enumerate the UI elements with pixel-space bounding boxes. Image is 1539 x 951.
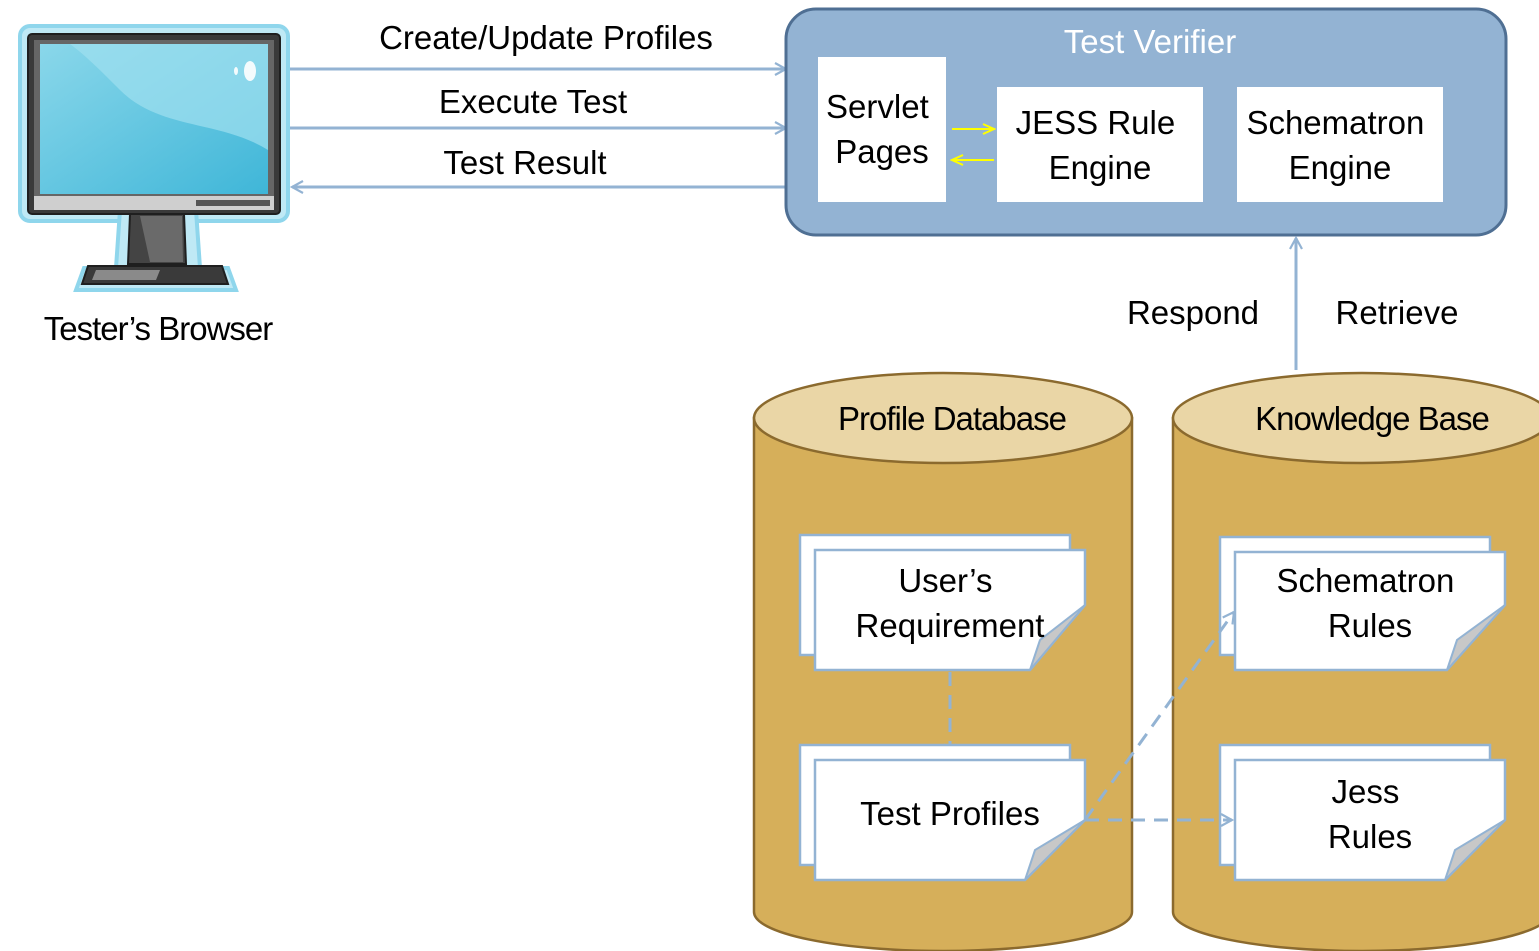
- respond-label: Respond: [1127, 294, 1259, 331]
- test-profiles-label: Test Profiles: [860, 795, 1040, 832]
- jess-rule-engine-box: [997, 87, 1203, 202]
- svg-text:Schematron Rules: Schematron Rules: [1276, 562, 1463, 644]
- users-requirement-line1: User’s: [898, 562, 992, 599]
- schematron-engine-box: [1237, 87, 1443, 202]
- users-requirement-line2: Requirement: [856, 607, 1045, 644]
- schematron-rules-line2: Rules: [1328, 607, 1412, 644]
- jess-engine-line2: Engine: [1049, 149, 1152, 186]
- profiles-to-schematron-arrow: [1083, 612, 1234, 821]
- servlet-pages-line1: Servlet: [826, 88, 929, 125]
- test-profiles-document-icon: [798, 743, 1087, 882]
- browser-monitor-icon: [18, 24, 290, 292]
- users-requirement-document-icon: [798, 533, 1087, 672]
- test-result-label: Test Result: [443, 144, 606, 181]
- servlet-pages-line2: Pages: [835, 133, 929, 170]
- servlet-pages-box: [818, 57, 946, 202]
- knowledge-base-title: Knowledge Base: [1255, 400, 1489, 437]
- schematron-engine-line2: Engine: [1289, 149, 1392, 186]
- execute-test-label: Execute Test: [439, 83, 627, 120]
- schematron-rules-document-icon: [1218, 535, 1507, 672]
- create-update-label: Create/Update Profiles: [379, 19, 713, 56]
- jess-rules-document-icon: [1218, 743, 1507, 882]
- browser-label: Tester’s Browser: [44, 310, 274, 347]
- svg-text:User’s Requirement: User’s Requirement: [856, 562, 1045, 644]
- svg-text:Schematron Engine: Schematron Engine: [1246, 104, 1433, 186]
- jess-rules-line2: Rules: [1328, 818, 1412, 855]
- test-verifier-title: Test Verifier: [1064, 23, 1236, 60]
- svg-text:JESS Rule Engine: JESS Rule Engine: [1016, 104, 1185, 186]
- retrieve-label: Retrieve: [1336, 294, 1459, 331]
- jess-engine-line1: JESS Rule: [1016, 104, 1176, 141]
- schematron-rules-line1: Schematron: [1276, 562, 1454, 599]
- jess-rules-line1: Jess: [1331, 773, 1399, 810]
- profile-database-title: Profile Database: [838, 400, 1066, 437]
- schematron-engine-line1: Schematron: [1246, 104, 1424, 141]
- svg-text:Jess Rules: Jess Rules: [1328, 773, 1412, 855]
- svg-text:Servlet Pages: Servlet Pages: [826, 88, 938, 170]
